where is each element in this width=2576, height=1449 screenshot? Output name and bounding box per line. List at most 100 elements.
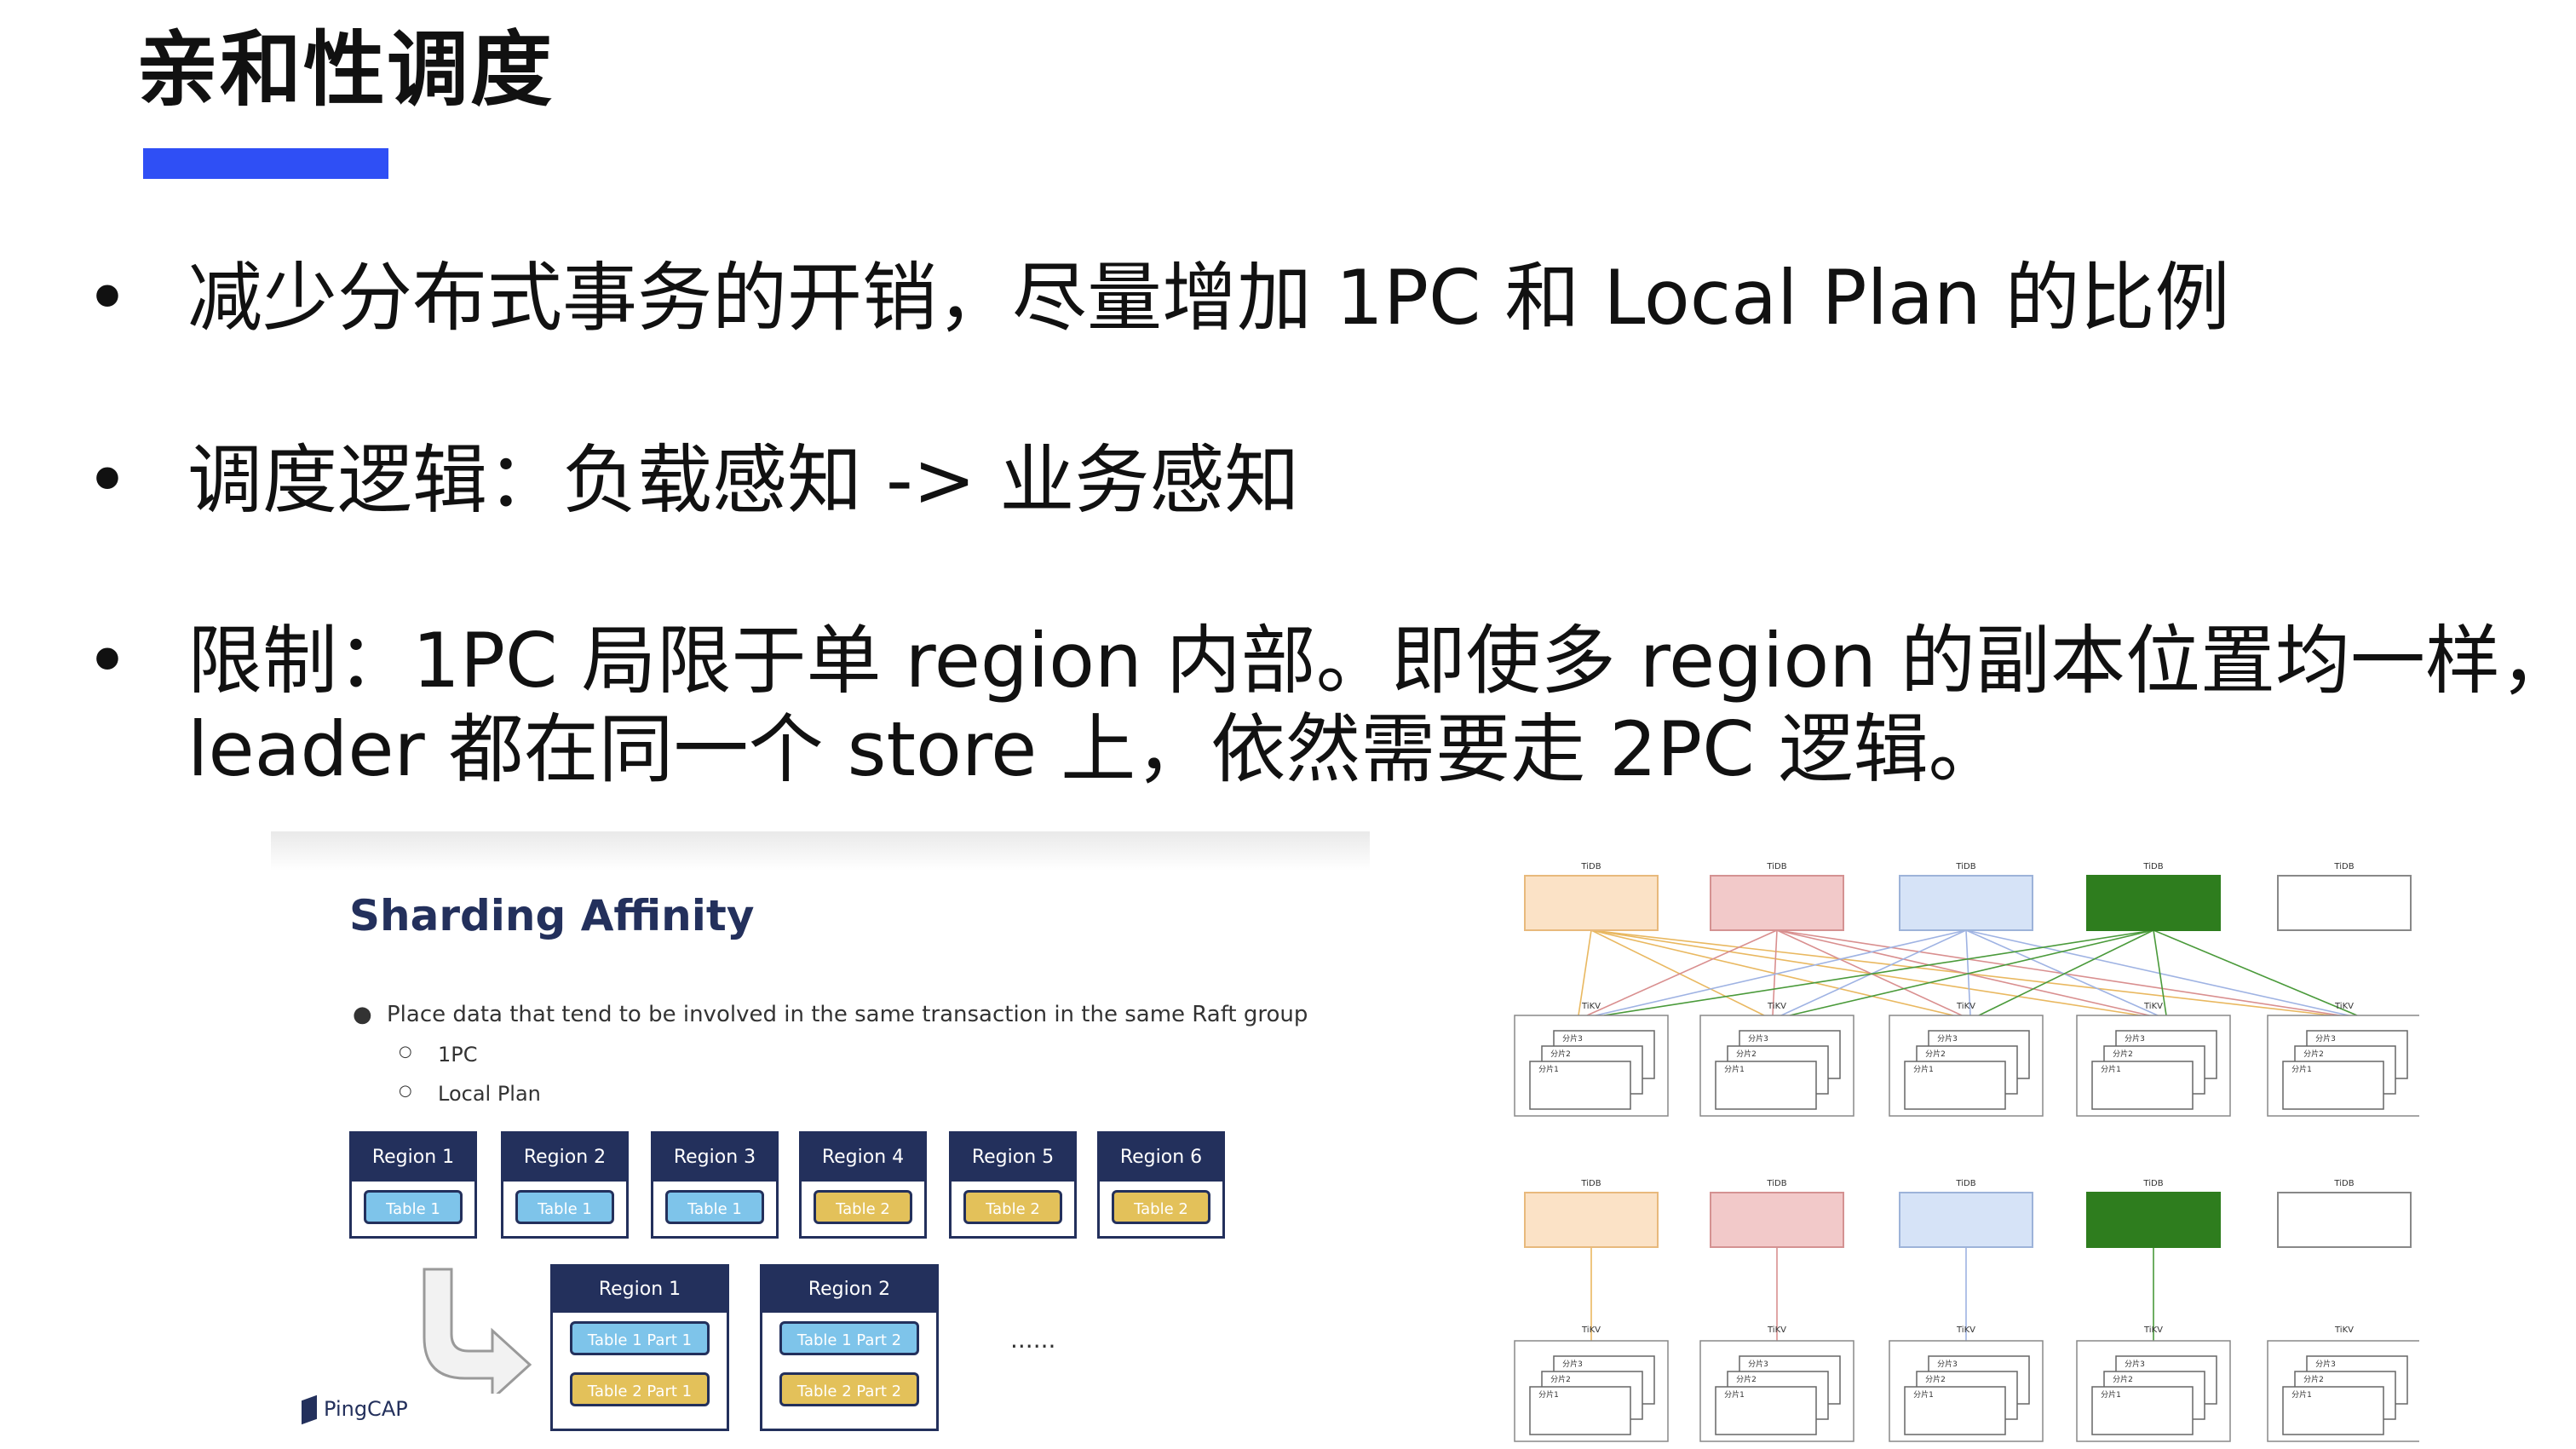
slide-sub-text: Local Plan	[438, 1082, 541, 1106]
bullet-dot: •	[85, 436, 129, 525]
tidb-node	[1900, 876, 2033, 930]
tidb-label: TiDB	[2333, 1179, 2354, 1188]
connection-line	[1587, 930, 1777, 1015]
shard-label: 分片1	[2101, 1064, 2121, 1074]
tikv-label: TiKV	[1767, 1325, 1786, 1335]
bullet-3-line-2: leader 都在同一个 store 上，依然需要走 2PC 逻辑。	[187, 705, 2556, 794]
table-part-pill: Table 2 Part 1	[570, 1372, 710, 1406]
shard-label: 分片3	[2125, 1033, 2145, 1044]
shard-label: 分片2	[1925, 1374, 1946, 1384]
bullet-3-text: 限制：1PC 局限于单 region 内部。即使多 region 的副本位置均一…	[187, 617, 2556, 794]
slide-sub-text: 1PC	[438, 1043, 478, 1067]
region-name: Region 3	[653, 1134, 776, 1182]
region-card: Region 5 Table 2	[949, 1131, 1077, 1239]
merged-region-card: Region 2 Table 1 Part 2 Table 2 Part 2	[760, 1264, 939, 1431]
table-pill: Table 1	[364, 1190, 463, 1224]
region-name: Region 2	[762, 1267, 936, 1313]
tidb-node	[1900, 1193, 2033, 1247]
shard-label: 分片2	[1736, 1049, 1757, 1059]
table-pill: Table 2	[814, 1190, 912, 1224]
tikv-label: TiKV	[1956, 1002, 1975, 1011]
region-card: Region 3 Table 1	[651, 1131, 779, 1239]
table-part-pill: Table 1 Part 1	[570, 1321, 710, 1355]
shard-label: 分片2	[2113, 1374, 2133, 1384]
tidb-node	[2278, 1193, 2411, 1247]
shard-label: 分片3	[1937, 1033, 1958, 1044]
tidb-node	[1711, 876, 1843, 930]
shard-label: 分片3	[1748, 1359, 1768, 1369]
shard-label: 分片1	[1724, 1389, 1745, 1400]
bullet-dot: •	[85, 254, 129, 342]
table-pill: Table 2	[963, 1190, 1062, 1224]
curved-arrow-icon	[407, 1266, 535, 1394]
tidb-node	[2087, 1193, 2220, 1247]
tidb-label: TiDB	[1580, 862, 1601, 871]
shard-label: 分片3	[2315, 1359, 2336, 1369]
connection-lines	[1578, 930, 2357, 1341]
tidb-label: TiDB	[1766, 862, 1786, 871]
connection-line	[1777, 930, 1962, 1015]
tikv-label: TiKV	[2143, 1002, 2163, 1011]
bullet-dot: •	[85, 617, 129, 705]
shard-label: 分片3	[1562, 1359, 1583, 1369]
region-name: Region 6	[1100, 1134, 1222, 1182]
shard-label: 分片1	[1724, 1064, 1745, 1074]
tikv-label: TiKV	[2143, 1325, 2163, 1335]
region-card: Region 1 Table 1	[349, 1131, 477, 1239]
tidb-tikv-diagram: TiDBTiKV分片3分片2分片1TiDBTiKV分片3分片2分片1TiDBTi…	[1499, 831, 2419, 1445]
tikv-label: TiKV	[1956, 1325, 1975, 1335]
tikv-label: TiKV	[1767, 1002, 1786, 1011]
tidb-node	[2278, 876, 2411, 930]
pingcap-logo-icon	[302, 1395, 317, 1425]
connection-line	[1604, 930, 2153, 1015]
pingcap-logo: PingCAP	[302, 1397, 408, 1422]
tidb-label: TiDB	[2142, 1179, 2163, 1188]
page-title: 亲和性调度	[136, 26, 554, 116]
tidb-node	[1525, 876, 1658, 930]
region-name: Region 1	[553, 1267, 727, 1313]
ellipsis: ......	[1010, 1325, 1055, 1354]
shard-label: 分片3	[2315, 1033, 2336, 1044]
slide-bullet-text: Place data that tend to be involved in t…	[387, 1002, 1308, 1027]
tidb-label: TiDB	[1955, 1179, 1975, 1188]
shard-label: 分片3	[1748, 1033, 1768, 1044]
tidb-node	[1711, 1193, 1843, 1247]
region-name: Region 2	[503, 1134, 626, 1182]
tikv-label: TiKV	[1581, 1325, 1601, 1335]
connection-line	[1979, 930, 2153, 1015]
bullet-dot: ●	[353, 1002, 372, 1027]
pingcap-logo-text: PingCAP	[324, 1397, 408, 1421]
shard-label: 分片2	[1550, 1374, 1571, 1384]
shard-label: 分片2	[2113, 1049, 2133, 1059]
table-pill: Table 1	[515, 1190, 614, 1224]
tidb-label: TiDB	[1955, 862, 1975, 871]
region-card: Region 6 Table 2	[1097, 1131, 1225, 1239]
region-name: Region 5	[952, 1134, 1074, 1182]
shard-label: 分片1	[1913, 1064, 1934, 1074]
shard-label: 分片1	[1913, 1389, 1934, 1400]
table-part-pill: Table 1 Part 2	[779, 1321, 919, 1355]
tikv-label: TiKV	[1581, 1002, 1601, 1011]
tikv-label: TiKV	[2334, 1002, 2354, 1011]
table-pill: Table 2	[1112, 1190, 1210, 1224]
sharding-affinity-slide: Sharding Affinity ● Place data that tend…	[271, 831, 1370, 1436]
bullet-2-text: 调度逻辑：负载感知 -> 业务感知	[187, 436, 2556, 525]
slide-title: Sharding Affinity	[349, 891, 754, 940]
table-pill: Table 1	[665, 1190, 764, 1224]
region-card: Region 2 Table 1	[501, 1131, 629, 1239]
tidb-node	[1525, 1193, 1658, 1247]
tidb-label: TiDB	[1580, 1179, 1601, 1188]
tikv-label: TiKV	[2334, 1325, 2354, 1335]
slide-top-shade	[271, 831, 1370, 871]
region-name: Region 4	[802, 1134, 924, 1182]
bullet-3-line-1: 限制：1PC 局限于单 region 内部。即使多 region 的副本位置均一…	[187, 617, 2556, 705]
shard-label: 分片2	[1736, 1374, 1757, 1384]
bullet-1-text: 减少分布式事务的开销，尽量增加 1PC 和 Local Plan 的比例	[187, 254, 2556, 342]
tidb-label: TiDB	[2142, 862, 2163, 871]
merged-region-card: Region 1 Table 1 Part 1 Table 2 Part 1	[550, 1264, 729, 1431]
circle-bullet-icon: ○	[399, 1082, 412, 1100]
shard-label: 分片2	[2303, 1374, 2324, 1384]
title-underline	[143, 148, 388, 179]
region-name: Region 1	[352, 1134, 474, 1182]
circle-bullet-icon: ○	[399, 1043, 412, 1061]
